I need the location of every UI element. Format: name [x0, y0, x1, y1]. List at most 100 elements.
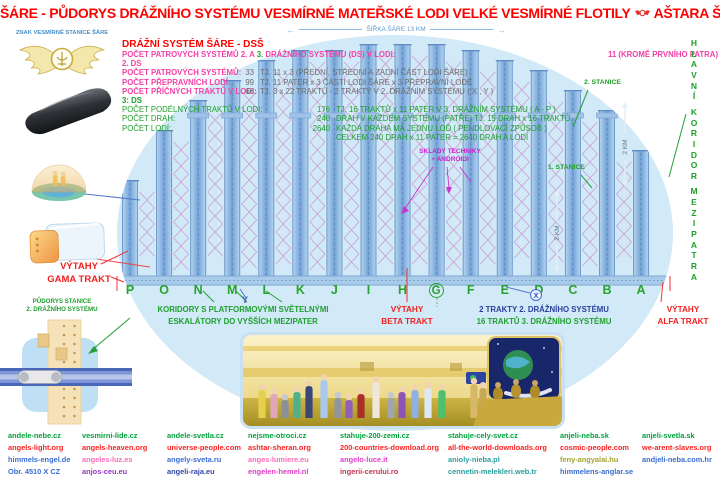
info-row: POČET LODÍ: 2640 KAŽDÁ DRÁHA MÁ JEDNU LO… — [122, 124, 714, 133]
image-number-label: Obr. 4510 X CZ — [8, 467, 61, 476]
arrow-left-icon: ← — [286, 24, 295, 35]
station-module-icon — [29, 222, 106, 264]
sklady-line1: SKLADY TECHNIKY — [419, 148, 481, 155]
trakty-line1: 2 TRAKTY 2. DRÁŽNÍHO SYSTÉMU — [479, 305, 609, 314]
beta-line2: BETA TRAKT — [381, 316, 433, 326]
track-letter-P: P — [125, 283, 135, 297]
width-dimension-label: ŠÍŘKA ŠÁRE 13 KM — [366, 26, 426, 33]
pudorys-line1: PŮDORYS STANICE — [32, 298, 92, 305]
footer-link[interactable]: angels-heaven.org — [82, 443, 148, 452]
info-row: POČET DRAH: 240 DRAH V KAŽDÉM SYSTÉMU (P… — [122, 114, 714, 123]
track-y-badge: Y — [242, 295, 249, 305]
label-vytahy-alfa: VÝTAHY ALFA TRAKT — [648, 304, 718, 327]
row-desc: TJ. 16 TRAKTŮ x 11 PATER V 3. DRÁŽNÍM SY… — [336, 105, 556, 115]
footer-link[interactable]: stahuje-cely-svet.cz — [448, 431, 518, 440]
track-letter-I: I — [366, 283, 371, 297]
footer-link[interactable]: nejsme-otroci.cz — [248, 431, 307, 440]
footer-link[interactable]: ashtar-sheran.org — [248, 443, 311, 452]
footer-link-column: andele-svetla.cz universe-people.com angel… — [167, 430, 248, 478]
track-letter-K: K — [295, 283, 305, 297]
footer-link[interactable]: anges-lumiere.eu — [248, 455, 309, 464]
systems-line-value: 11 (KROMĚ PRVNÍHO PATRA) — [608, 50, 719, 59]
row-desc: DRAH V KAŽDÉM SYSTÉMU (PATŘE) TJ. 15 DRA… — [336, 114, 573, 124]
trakty-line2: 16 TRAKTŮ 3. DRÁŽNÍHO SYSTÉMU — [476, 316, 612, 326]
info-header: DRÁŽNÍ SYSTÉM ŠÁRE - DSŠ — [122, 39, 264, 50]
footer-link[interactable]: angelo-luce.it — [340, 455, 388, 464]
footer-link[interactable]: anjeli-neba.sk — [560, 431, 609, 440]
mothership-image — [25, 88, 112, 135]
crew-scene-picture — [240, 332, 565, 429]
systems-line-post: DRÁŽNÍHO SYSTÉMU (DS) V LODI: — [263, 50, 396, 59]
row-desc: TJ. 3 x 22 TRAKTŮ - 2 TRAKTY V 2. DRÁŽNÍ… — [260, 86, 494, 96]
rail-system-info-block: DRÁŽNÍ SYSTÉM ŠÁRE - DSŠ POČET PATROVÝCH… — [122, 39, 718, 142]
track-letter-G: G — [428, 283, 444, 298]
footer-link[interactable]: vesmirni-lide.cz — [82, 431, 138, 440]
row-value: 99 — [245, 77, 254, 87]
footer-link[interactable]: angeles-luz.es — [82, 455, 133, 464]
footer-link[interactable]: stahuje-200-zemi.cz — [340, 431, 410, 440]
footer-link[interactable]: ingerii-cerului.ro — [340, 467, 399, 476]
info-row: POČET PATROVÝCH SYSTÉMŮ: 33 TJ. 11 x 3 (… — [122, 68, 714, 77]
footer-link-column: stahuje-200-zemi.cz 200-countries-downloa… — [340, 430, 448, 478]
footer-link-column: nejsme-otroci.cz ashtar-sheran.org anges-l… — [248, 430, 340, 478]
info-row: POČET PODÉLNÝCH TRAKTŮ V LODI: 176 TJ. 1… — [122, 105, 714, 114]
row-label — [122, 133, 290, 142]
km-label-lower: 2 KM — [554, 225, 561, 240]
row-desc: TJ. 11 PATER x 3 ČÁSTI LODI ŠÁRE x 3 PŘE… — [260, 77, 473, 87]
footer-link[interactable]: anjos-ceu.eu — [82, 467, 128, 476]
track-letter-H: H — [398, 283, 408, 297]
footer-link[interactable]: angeli-raja.eu — [167, 467, 215, 476]
footer-link[interactable]: himmelens-anglar.se — [560, 467, 634, 476]
footer-link[interactable]: angels-light.org — [8, 443, 64, 452]
footer-link-column: anjeli-svetla.sk we-arent-slaves.org andje… — [642, 430, 720, 478]
koridory-line2: ESKALÁTORY DO VYŠŠÍCH MEZIPATER — [168, 316, 318, 326]
track-letter-O: O — [159, 283, 169, 297]
info-row: POČET PŘEPRAVNÍCH LODÍ: 99 TJ. 11 PATER … — [122, 78, 714, 87]
footer-link[interactable]: anioly-nieba.pl — [448, 455, 500, 464]
track-letter-C: C — [568, 283, 578, 297]
beta-line1: VÝTAHY — [390, 305, 424, 314]
row-label: POČET PŘEPRAVNÍCH LODÍ: — [122, 77, 231, 87]
row-label: POČET LODÍ: — [122, 123, 172, 133]
track-letter-A: A — [636, 283, 646, 297]
footer-link-column: anjeli-neba.sk cosmic-people.com feny-angy… — [560, 430, 642, 478]
info-row: POČET PŘÍČNÝCH TRAKTŮ V LODI: 66 TJ. 3 x… — [122, 87, 714, 96]
koridory-line1: KORIDORY S PLATFORMOVÝMI SVĚTELNÝMI — [157, 305, 329, 314]
footer-link[interactable]: cosmic-people.com — [560, 443, 629, 452]
sklady-line2: + ANDROIDI — [431, 155, 469, 163]
ashtar-wings-icon — [634, 9, 650, 17]
row-desc: KAŽDÁ DRÁHA MÁ JEDNU LOĎ ( PENDLOVACÍ ZP… — [336, 123, 547, 133]
footer-link[interactable]: cennetin-melekleri.web.tr — [448, 467, 537, 476]
track-letter-N: N — [193, 283, 203, 297]
track-letter-F: F — [466, 283, 475, 297]
page-title: ŠÁRE - PŮDORYS DRÁŽNÍHO SYSTÉMU VESMÍRNÉ… — [0, 5, 720, 21]
row-value: 66 — [245, 86, 254, 96]
footer-link[interactable]: andele-svetla.cz — [167, 431, 224, 440]
row-value: 176 — [316, 105, 330, 115]
footer-link[interactable]: we-arent-slaves.org — [642, 443, 712, 452]
footer-link[interactable]: feny-angyalai.hu — [560, 455, 619, 464]
footer-link-column: vesmirni-lide.cz angels-heaven.org angeles… — [82, 430, 167, 478]
station-floorplan — [0, 317, 132, 425]
footer-link[interactable]: angely-sveta.ru — [167, 455, 222, 464]
info-row: CELKEM 240 DRAH x 11 PATER = 2640 DRAH A… — [122, 133, 714, 142]
footer-link[interactable]: himmels-engel.de — [8, 455, 71, 464]
track-letter-J: J — [330, 283, 338, 297]
vytahy-gama-line1: VÝTAHY — [60, 261, 98, 272]
footer-link[interactable]: 200-countries-download.org — [340, 443, 439, 452]
footer-link[interactable]: all-the-world-downloads.org — [448, 443, 547, 452]
row-value: 240 — [316, 114, 330, 124]
footer-link[interactable]: universe-people.com — [167, 443, 241, 452]
leader-lines — [75, 89, 687, 307]
footer-link[interactable]: andjeli-neba.com.hr — [642, 455, 712, 464]
footer-link[interactable]: engelen-hemel.nl — [248, 467, 309, 476]
dimension-line — [299, 29, 363, 30]
row-value: 2640 — [312, 123, 330, 133]
label-sklady-techniky: SKLADY TECHNIKY + ANDROIDI — [408, 148, 492, 164]
label-koridory-eskalatory: KORIDORY S PLATFORMOVÝMI SVĚTELNÝMI ESKA… — [145, 304, 341, 327]
systems-line-green: 3. — [256, 50, 264, 59]
row-label: POČET PODÉLNÝCH TRAKTŮ V LODI: — [122, 105, 263, 115]
footer-link[interactable]: andele-nebe.cz — [8, 431, 61, 440]
footer-link[interactable]: anjeli-svetla.sk — [642, 431, 695, 440]
